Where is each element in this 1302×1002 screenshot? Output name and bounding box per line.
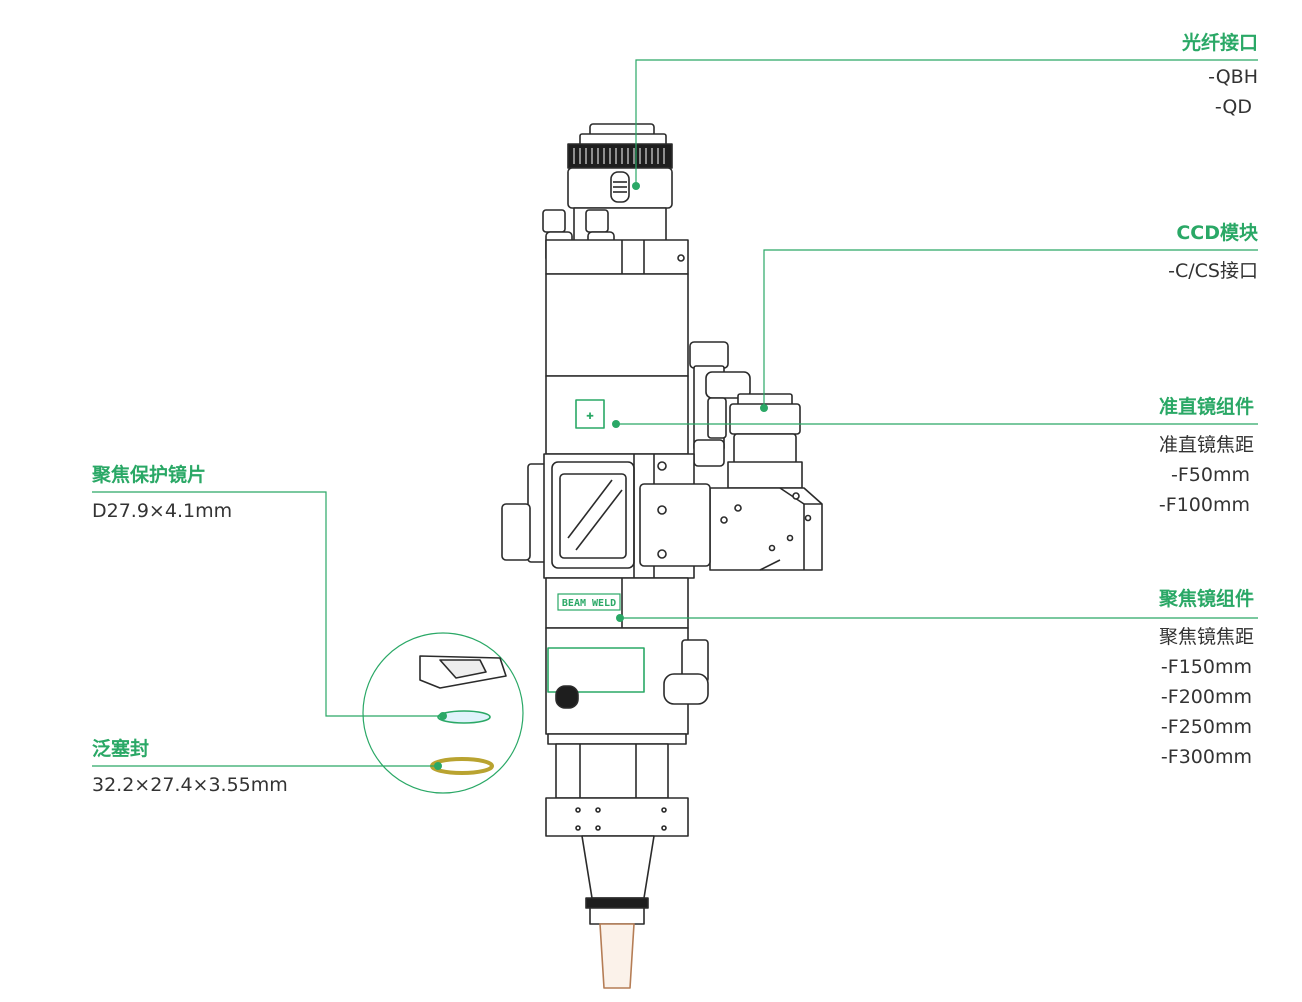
focus-housing [545, 577, 709, 837]
protective-lens-spec: D27.9×4.1mm [92, 500, 233, 522]
focus-assembly-spec: -F200mm [1160, 686, 1252, 708]
focus-assembly-spec: -F150mm [1160, 656, 1252, 678]
fiber-interface-title: 光纤接口 [1181, 32, 1258, 54]
beamweld-logo: BEAM WELD [557, 593, 621, 611]
fiber-interface-spec: -QBH [1208, 66, 1258, 88]
ccd-module [689, 341, 823, 571]
leader-dots [434, 182, 768, 770]
svg-text:✚: ✚ [586, 412, 594, 422]
collimator-block [501, 453, 711, 579]
ccd-module-title: CCD模块 [1176, 222, 1258, 244]
nozzle [581, 835, 655, 989]
focus-assembly-spec: -F300mm [1160, 746, 1252, 768]
collimator-title: 准直镜组件 [1158, 396, 1254, 418]
leader-lines [92, 59, 1258, 767]
collimator-spec: -F50mm [1171, 464, 1250, 486]
collimator-spec: -F100mm [1158, 494, 1250, 516]
leader-ccd [763, 249, 1258, 408]
pan-seal-spec: 32.2×27.4×3.55mm [92, 774, 288, 796]
ccd-module-spec: -C/CS接口 [1168, 260, 1258, 282]
leader-protective-lens [92, 491, 443, 717]
svg-text:BEAM WELD: BEAM WELD [562, 598, 616, 609]
pan-seal-title: 泛塞封 [92, 738, 150, 760]
protective-lens-title: 聚焦保护镜片 [92, 464, 207, 486]
focus-assembly-spec: 聚焦镜焦距 [1158, 626, 1254, 648]
fiber-connector [567, 123, 673, 243]
leader-fiber [635, 59, 1258, 186]
fiber-interface-spec: -QD [1214, 96, 1252, 118]
focus-assembly-title: 聚焦镜组件 [1158, 588, 1254, 610]
exploded-view [362, 632, 524, 794]
focus-assembly-spec: -F250mm [1160, 716, 1252, 738]
collimator-spec: 准直镜焦距 [1158, 434, 1254, 456]
upper-housing: ✚ [545, 239, 689, 455]
